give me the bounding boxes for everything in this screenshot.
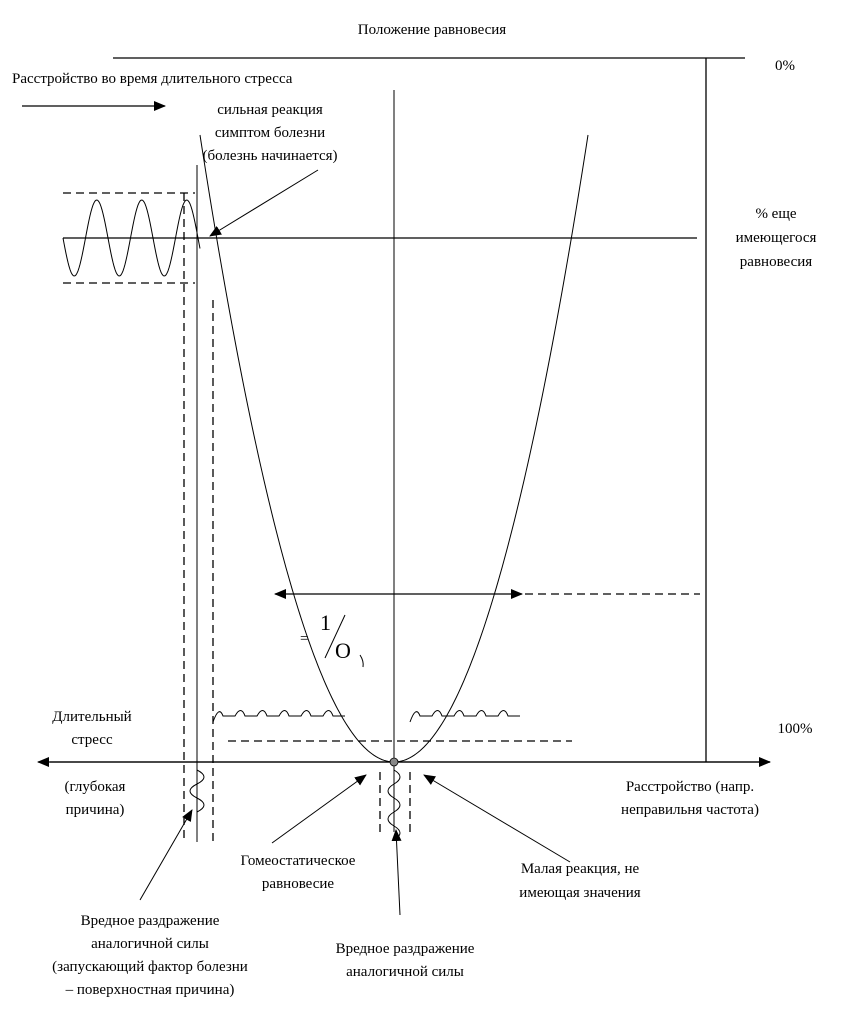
svg-text:имеющая значения: имеющая значения bbox=[519, 885, 641, 901]
harmful-center-arrow bbox=[391, 829, 402, 916]
small-zigzag-left bbox=[212, 710, 345, 723]
small-zigzag-right bbox=[409, 710, 520, 723]
svg-text:аналогичной силы: аналогичной силы bbox=[346, 964, 464, 980]
svg-text:Малая реакция, не: Малая реакция, не bbox=[521, 861, 640, 877]
disorder-label: Расстройство (напр. неправильня частота) bbox=[621, 779, 759, 818]
svg-text:– поверхностная причина): – поверхностная причина) bbox=[65, 982, 235, 998]
svg-text:O: O bbox=[335, 638, 351, 663]
svg-text:Вредное раздражение: Вредное раздражение bbox=[336, 941, 475, 957]
svg-text:Расстройство (напр.: Расстройство (напр. bbox=[626, 779, 754, 795]
svg-text:сильная реакция: сильная реакция bbox=[217, 102, 323, 118]
svg-text:неправильня частота): неправильня частота) bbox=[621, 802, 759, 818]
svg-text:имеющегося: имеющегося bbox=[736, 230, 817, 246]
strong-reaction-label: сильная реакция симптом болезни (болезнь… bbox=[202, 102, 337, 164]
oscillation-wave bbox=[62, 199, 201, 277]
svg-text:(запускающий фактор болезни: (запускающий фактор болезни bbox=[52, 959, 248, 975]
small-reaction-arrow bbox=[423, 774, 571, 863]
small-reaction-label: Малая реакция, не имеющая значения bbox=[519, 861, 641, 901]
formula-label: = 1 O bbox=[300, 610, 364, 668]
svg-text:равновесия: равновесия bbox=[740, 254, 812, 270]
equilibrium-point bbox=[389, 757, 399, 767]
harmful-left-arrow bbox=[139, 809, 193, 901]
svg-text:причина): причина) bbox=[66, 802, 125, 818]
homeostatic-label: Гомеостатическое равновесие bbox=[241, 853, 356, 892]
deep-cause-label: (глубокая причина) bbox=[65, 779, 126, 818]
svg-text:симптом болезни: симптом болезни bbox=[215, 125, 325, 141]
svg-text:=: = bbox=[300, 631, 308, 647]
svg-text:Вредное раздражение: Вредное раздражение bbox=[81, 913, 220, 929]
long-stress-label: Длительный стресс bbox=[52, 709, 131, 748]
title-label: Положение равновесия bbox=[358, 22, 507, 38]
strong-reaction-arrow bbox=[209, 169, 319, 237]
svg-text:стресс: стресс bbox=[71, 732, 113, 748]
svg-text:Гомеостатическое: Гомеостатическое bbox=[241, 853, 356, 869]
homeostatic-arrow bbox=[271, 774, 367, 844]
center-coil bbox=[387, 769, 401, 841]
top-left-label: Расстройство во время длительного стресс… bbox=[12, 71, 293, 87]
zero-percent-label: 0% bbox=[775, 58, 795, 74]
svg-text:(болезнь начинается): (болезнь начинается) bbox=[202, 148, 337, 164]
svg-text:(глубокая: (глубокая bbox=[65, 779, 126, 795]
harmful-left-label: Вредное раздражение аналогичной силы (за… bbox=[52, 913, 248, 998]
remaining-balance-label: % еще имеющегося равновесия bbox=[736, 206, 817, 270]
harmful-center-label: Вредное раздражение аналогичной силы bbox=[336, 941, 475, 980]
svg-text:% еще: % еще bbox=[755, 206, 796, 222]
svg-text:аналогичной силы: аналогичной силы bbox=[91, 936, 209, 952]
svg-text:Длительный: Длительный bbox=[52, 709, 131, 725]
svg-text:1: 1 bbox=[320, 610, 331, 635]
svg-text:равновесие: равновесие bbox=[262, 876, 334, 892]
left-coil bbox=[189, 769, 205, 813]
hundred-percent-label: 100% bbox=[778, 721, 813, 737]
